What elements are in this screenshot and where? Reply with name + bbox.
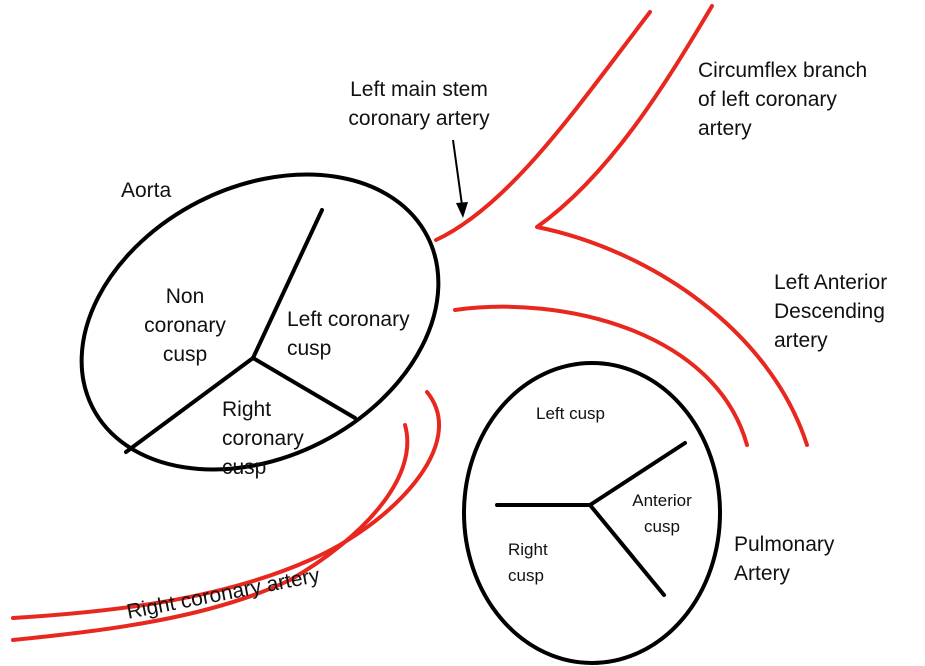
- non-coronary-cusp-line: Non: [130, 282, 240, 311]
- non-coronary-cusp-line: coronary: [130, 311, 240, 340]
- lad-line: artery: [774, 326, 887, 355]
- right-coronary-cusp-line: coronary: [222, 424, 304, 453]
- right-coronary-cusp-line: cusp: [222, 453, 304, 482]
- left-coronary-cusp-line: cusp: [287, 334, 410, 363]
- circumflex-line: of left coronary: [698, 85, 867, 114]
- pa-right-cusp-line: Right: [508, 537, 548, 563]
- pulmonary-artery-line: Pulmonary: [734, 530, 834, 559]
- pa-left-cusp-label: Left cusp: [536, 401, 605, 427]
- pa-anterior-cusp-label: Anterior cusp: [622, 488, 702, 540]
- left-main-stem-label: Left main stem coronary artery: [326, 75, 512, 133]
- pa-right-cusp-label: Right cusp: [508, 537, 548, 589]
- right-coronary-cusp-label: Right coronary cusp: [222, 395, 304, 482]
- left-coronary-cusp-label: Left coronary cusp: [287, 305, 410, 363]
- pa-anterior-cusp-line: Anterior: [622, 488, 702, 514]
- circumflex-line: Circumflex branch: [698, 56, 867, 85]
- lad-line: Left Anterior: [774, 268, 887, 297]
- pa-left-cusp-text: Left cusp: [536, 401, 605, 427]
- pulmonary-artery-label: Pulmonary Artery: [734, 530, 834, 588]
- left-main-stem-arrowhead: [456, 202, 468, 218]
- circumflex-label: Circumflex branch of left coronary arter…: [698, 56, 867, 143]
- left-coronary-cusp-line: Left coronary: [287, 305, 410, 334]
- left-main-stem-arrow: [453, 140, 462, 205]
- right-coronary-cusp-line: Right: [222, 395, 304, 424]
- aorta-label-text: Aorta: [121, 176, 171, 205]
- circumflex-line: artery: [698, 114, 867, 143]
- non-coronary-cusp-line: cusp: [130, 340, 240, 369]
- pa-right-cusp-line: cusp: [508, 563, 548, 589]
- lad-label: Left Anterior Descending artery: [774, 268, 887, 355]
- left-main-stem-line: coronary artery: [326, 104, 512, 133]
- lad-line: Descending: [774, 297, 887, 326]
- pulmonary-artery-line: Artery: [734, 559, 834, 588]
- aorta-label: Aorta: [121, 176, 171, 205]
- pa-anterior-cusp-line: cusp: [622, 514, 702, 540]
- left-main-stem-line: Left main stem: [326, 75, 512, 104]
- non-coronary-cusp-label: Non coronary cusp: [130, 282, 240, 369]
